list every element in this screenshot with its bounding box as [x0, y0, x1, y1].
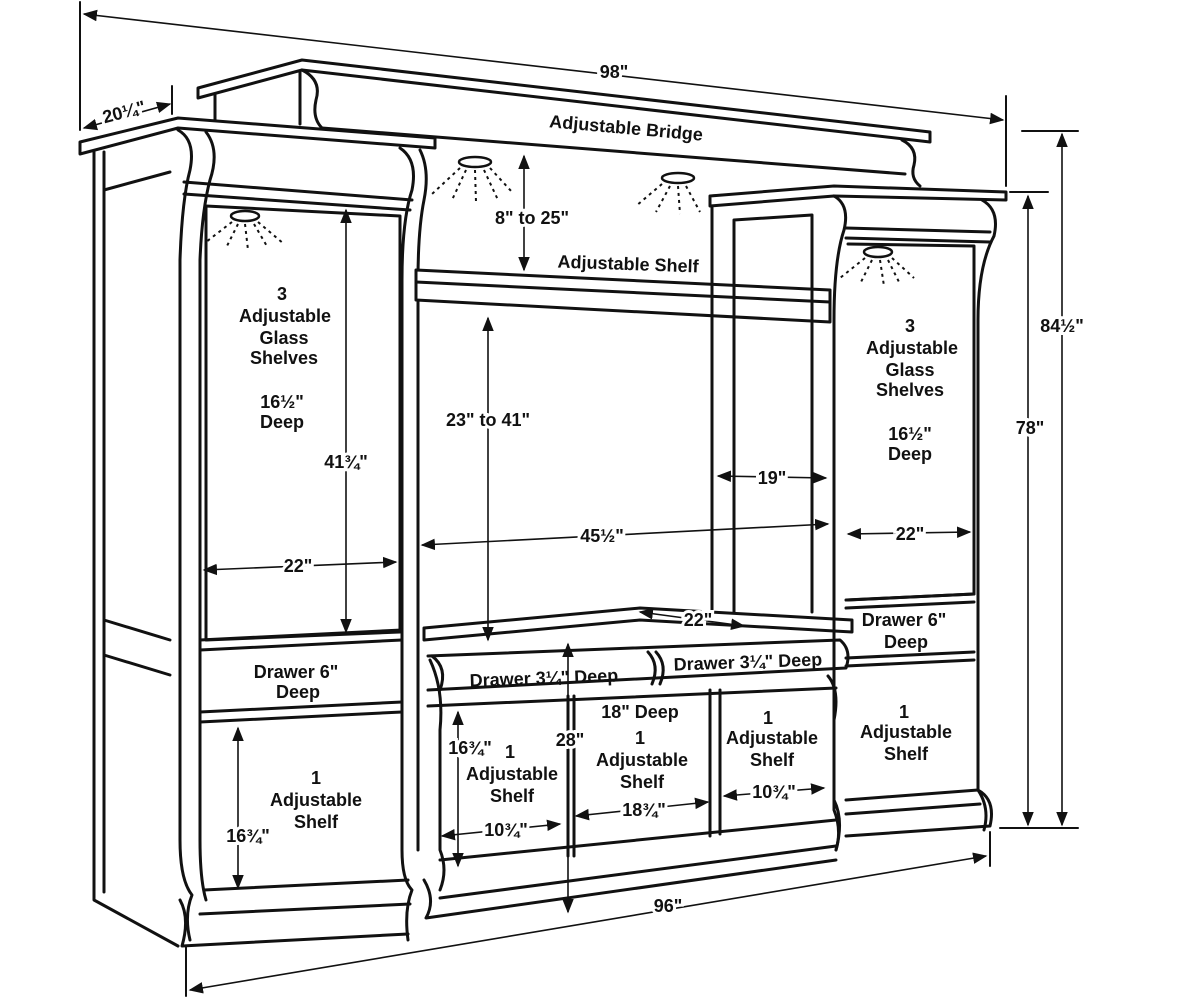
- puck-light-icon: [635, 171, 701, 215]
- left-glass-depth: 16½": [260, 392, 304, 412]
- right-glass-line4: Shelves: [876, 380, 944, 400]
- right-glass-deep: Deep: [888, 444, 932, 464]
- left-tower-height-label: 41¾": [324, 452, 368, 472]
- center-depth-label: 18" Deep: [601, 702, 679, 722]
- center-right-width-label: 19": [758, 468, 787, 488]
- right-glass-depth: 16½": [888, 424, 932, 444]
- bridge-height-label: 8" to 25": [495, 208, 569, 228]
- left-glass-line2: Adjustable: [239, 306, 331, 326]
- base-width-label: 96": [654, 896, 683, 916]
- left-base-shelf-line2: Adjustable: [270, 790, 362, 810]
- center-right-shelf-line3: Shelf: [750, 750, 795, 770]
- center-mid-shelf-line3: Shelf: [620, 772, 665, 792]
- center-mid-width: 18¾": [622, 800, 666, 820]
- center-right-shelf-qty: 1: [763, 708, 773, 728]
- puck-light-icon: [839, 245, 915, 287]
- center-left-shelf-qty: 1: [505, 742, 515, 762]
- center-mid-shelf-qty: 1: [635, 728, 645, 748]
- center-28-label: 28": [556, 730, 585, 750]
- right-glass-qty: 3: [905, 316, 915, 336]
- right-tower-width-label: 22": [896, 524, 925, 544]
- right-tower: [708, 184, 1008, 852]
- bridge-label: Adjustable Bridge: [549, 111, 704, 144]
- left-base-shelf-line3: Shelf: [294, 812, 339, 832]
- puck-light-icons: [205, 155, 915, 287]
- left-glass-deep: Deep: [260, 412, 304, 432]
- depth-label: 20¼": [100, 97, 147, 128]
- puck-light-icon: [205, 209, 285, 251]
- center-base-depth-label: 22": [684, 610, 713, 630]
- center-height-label: 23" to 41": [446, 410, 530, 430]
- center-width-label: 45½": [580, 526, 624, 546]
- cabinet-height-label: 78": [1016, 418, 1045, 438]
- dimension-lines: [79, 1, 1079, 997]
- center-left-shelf-line2: Adjustable: [466, 764, 558, 784]
- center-left-height: 16¾": [448, 738, 492, 758]
- center-right-shelf-line2: Adjustable: [726, 728, 818, 748]
- left-base-shelf-qty: 1: [311, 768, 321, 788]
- left-glass-line3: Glass: [259, 328, 308, 348]
- center-left-width: 10¾": [484, 820, 528, 840]
- right-base-shelf-line3: Shelf: [884, 744, 929, 764]
- left-tower-width-label: 22": [284, 556, 313, 576]
- left-base-shelf-height: 16¾": [226, 826, 270, 846]
- labels: 98" 20¼" Adjustable Bridge 84½" 78" 96" …: [97, 59, 1086, 919]
- center-mid-shelf-line2: Adjustable: [596, 750, 688, 770]
- left-drawer-label: Drawer 6": [254, 662, 339, 682]
- right-base-shelf-line2: Adjustable: [860, 722, 952, 742]
- right-glass-line2: Adjustable: [866, 338, 958, 358]
- right-base-shelf-qty: 1: [899, 702, 909, 722]
- overall-width-label: 98": [600, 62, 629, 82]
- left-tower: [78, 116, 437, 948]
- furniture-outline: [78, 58, 1008, 948]
- left-glass-qty: 3: [277, 284, 287, 304]
- puck-light-icon: [431, 155, 513, 203]
- center-right-small-width: 10¾": [752, 782, 796, 802]
- total-height-label: 84½": [1040, 316, 1084, 336]
- left-glass-line4: Shelves: [250, 348, 318, 368]
- center-drawer-left-label: Drawer 3¼" Deep: [469, 665, 618, 690]
- right-glass-line3: Glass: [885, 360, 934, 380]
- right-drawer-label: Drawer 6": [862, 610, 947, 630]
- right-drawer-deep: Deep: [884, 632, 928, 652]
- center-left-shelf-line3: Shelf: [490, 786, 535, 806]
- center-shelf-label: Adjustable Shelf: [557, 252, 700, 277]
- left-drawer-deep: Deep: [276, 682, 320, 702]
